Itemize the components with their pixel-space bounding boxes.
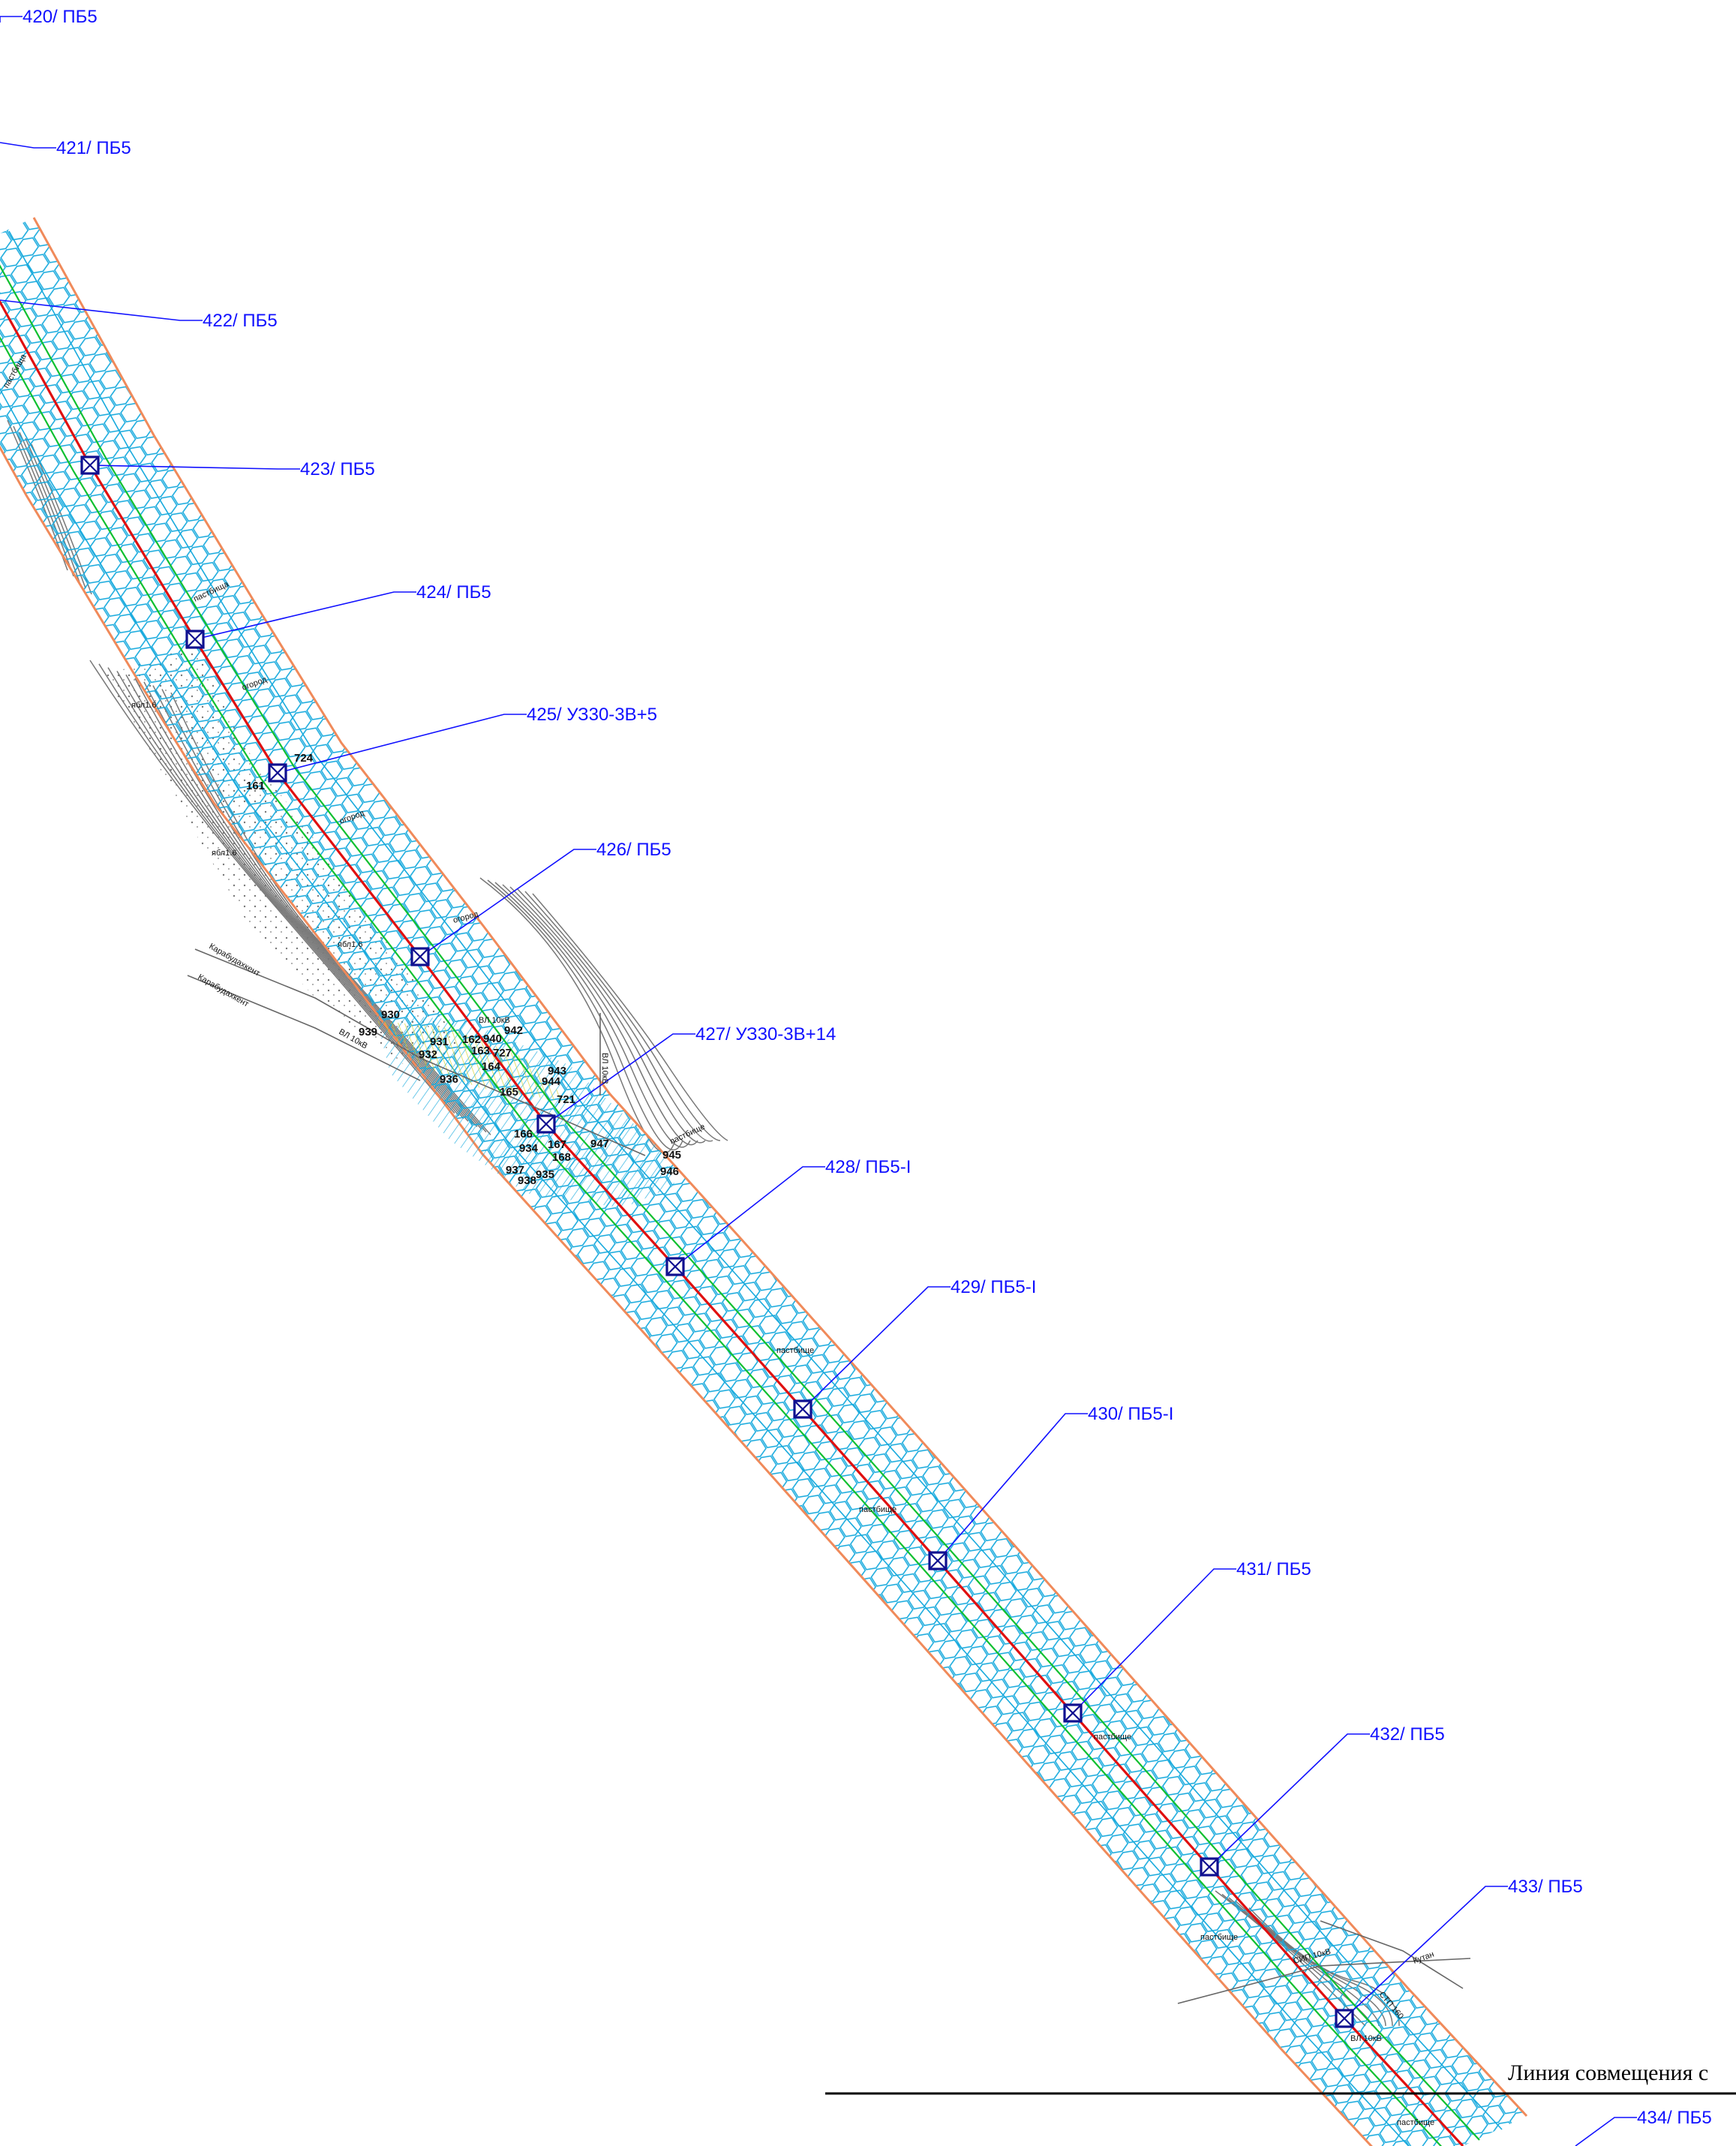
survey-point-number: 165 — [500, 1086, 518, 1099]
right-of-way-corridor — [0, 217, 1528, 2146]
survey-point-number: 167 — [548, 1138, 566, 1151]
survey-point-number: 938 — [518, 1174, 536, 1187]
pole-label: 432/ ПБ5 — [1370, 1724, 1445, 1745]
survey-point-number: 161 — [246, 780, 265, 792]
pole-label: 425/ УЗ30-3В+5 — [527, 705, 657, 725]
pole-leader-line — [419, 849, 596, 957]
pole-label: 423/ ПБ5 — [300, 459, 375, 479]
survey-point-number: 945 — [662, 1149, 681, 1162]
pole-label: 433/ ПБ5 — [1508, 1877, 1583, 1897]
pole-label: 421/ ПБ5 — [56, 138, 131, 158]
map-annotation: пастбище — [1397, 2118, 1434, 2127]
pole-marker-icon — [410, 947, 430, 966]
survey-point-number: 168 — [552, 1151, 571, 1164]
pole-marker-icon — [1200, 1857, 1219, 1877]
pole-labels: 420/ ПБ5 421/ ПБ5 422/ ПБ5 423/ ПБ5 424/ ПБ5… — [23, 7, 1712, 2128]
map-annotation: ябл1.6 — [212, 849, 236, 858]
map-annotation: ябл1.6 — [131, 701, 156, 710]
pole-leader-line — [0, 142, 56, 149]
pole-marker-icon — [185, 630, 205, 649]
survey-point-number: 946 — [660, 1165, 679, 1178]
pole-label: 431/ ПБ5 — [1236, 1559, 1311, 1579]
pole-leader-line — [0, 299, 203, 321]
pole-marker-icon — [1063, 1703, 1083, 1723]
match-line: Линия совмещения с — [825, 2060, 1736, 2095]
survey-point-number: 935 — [536, 1168, 554, 1181]
survey-point-number: 163 — [471, 1044, 490, 1057]
map-annotation: Карабудахкент — [208, 942, 262, 978]
pole-label: 424/ ПБ5 — [416, 582, 491, 603]
map-annotation: Карабудахкент — [197, 972, 251, 1008]
pole-leader-line — [937, 1413, 1088, 1561]
pole-leader-line — [1209, 1733, 1370, 1868]
pole-leader-line — [802, 1286, 951, 1410]
pole-leader-line — [89, 464, 300, 470]
pole-marker-icon — [665, 1257, 685, 1276]
map-annotation: ябл1.6 — [338, 940, 362, 949]
survey-point-number: 940 — [483, 1032, 502, 1045]
pole-markers — [80, 455, 1354, 2028]
pole-marker-icon — [1335, 2009, 1354, 2028]
pole-label: 434/ ПБ5 — [1637, 2108, 1712, 2128]
survey-point-number: 943 — [548, 1065, 566, 1078]
survey-point-number: 724 — [294, 752, 314, 765]
map-annotation: ВЛ 10кВ — [600, 1053, 609, 1084]
map-annotation: пастбище — [859, 1505, 897, 1514]
cable-lines — [0, 264, 1480, 2146]
survey-point-number: 166 — [514, 1128, 533, 1141]
survey-point-number: 942 — [504, 1024, 523, 1037]
pole-marker-icon — [268, 763, 287, 783]
survey-point-number: 939 — [359, 1026, 377, 1038]
crossing-lines — [187, 948, 1471, 2004]
map-annotation: ВЛ 10кВ — [479, 1016, 510, 1025]
pole-marker-icon — [536, 1114, 556, 1134]
survey-point-number: 932 — [419, 1048, 437, 1061]
pole-label: 430/ ПБ5-I — [1088, 1404, 1173, 1424]
pole-label: 427/ УЗ30-3В+14 — [695, 1024, 836, 1044]
pole-leader-line — [1072, 1568, 1236, 1714]
survey-point-number: 947 — [590, 1138, 609, 1150]
pole-label: 426/ ПБ5 — [596, 840, 671, 860]
survey-point-number: 721 — [557, 1093, 575, 1106]
pole-leaders — [0, 16, 1637, 2146]
survey-point-number: 164 — [482, 1060, 501, 1073]
pole-label: 420/ ПБ5 — [23, 7, 98, 27]
pole-label: 429/ ПБ5-I — [951, 1277, 1036, 1297]
pole-leader-line — [277, 714, 527, 774]
pole-marker-icon — [80, 455, 100, 475]
map-annotation: пастбище — [1094, 1733, 1131, 1742]
survey-point-number: 162 — [462, 1033, 481, 1046]
survey-point-number: 937 — [506, 1164, 524, 1177]
pole-label: 422/ ПБ5 — [203, 311, 278, 331]
pole-label: 428/ ПБ5-I — [825, 1157, 911, 1177]
map-annotation: пастбище — [776, 1346, 814, 1355]
match-line-caption: Линия совмещения с — [1508, 2060, 1708, 2085]
pole-leader-line — [194, 591, 416, 640]
pole-leader-line — [1344, 1886, 1508, 2019]
survey-point-number: 930 — [381, 1008, 400, 1021]
pole-leader-line — [674, 1166, 825, 1267]
map-annotation: пастбище — [1200, 1933, 1238, 1942]
survey-point-number: 934 — [519, 1142, 539, 1155]
pole-leader-line — [0, 16, 23, 23]
survey-point-number: 944 — [542, 1075, 561, 1088]
pole-marker-icon — [793, 1399, 812, 1419]
survey-point-number: 936 — [440, 1073, 458, 1086]
pole-leader-line — [545, 1033, 695, 1125]
survey-point-number: 931 — [430, 1035, 449, 1048]
survey-point-number: 727 — [493, 1047, 512, 1059]
pole-marker-icon — [928, 1551, 948, 1570]
pole-leader-line — [1575, 2117, 1637, 2146]
map-annotation: ВЛ 10кВ — [1350, 2034, 1382, 2043]
